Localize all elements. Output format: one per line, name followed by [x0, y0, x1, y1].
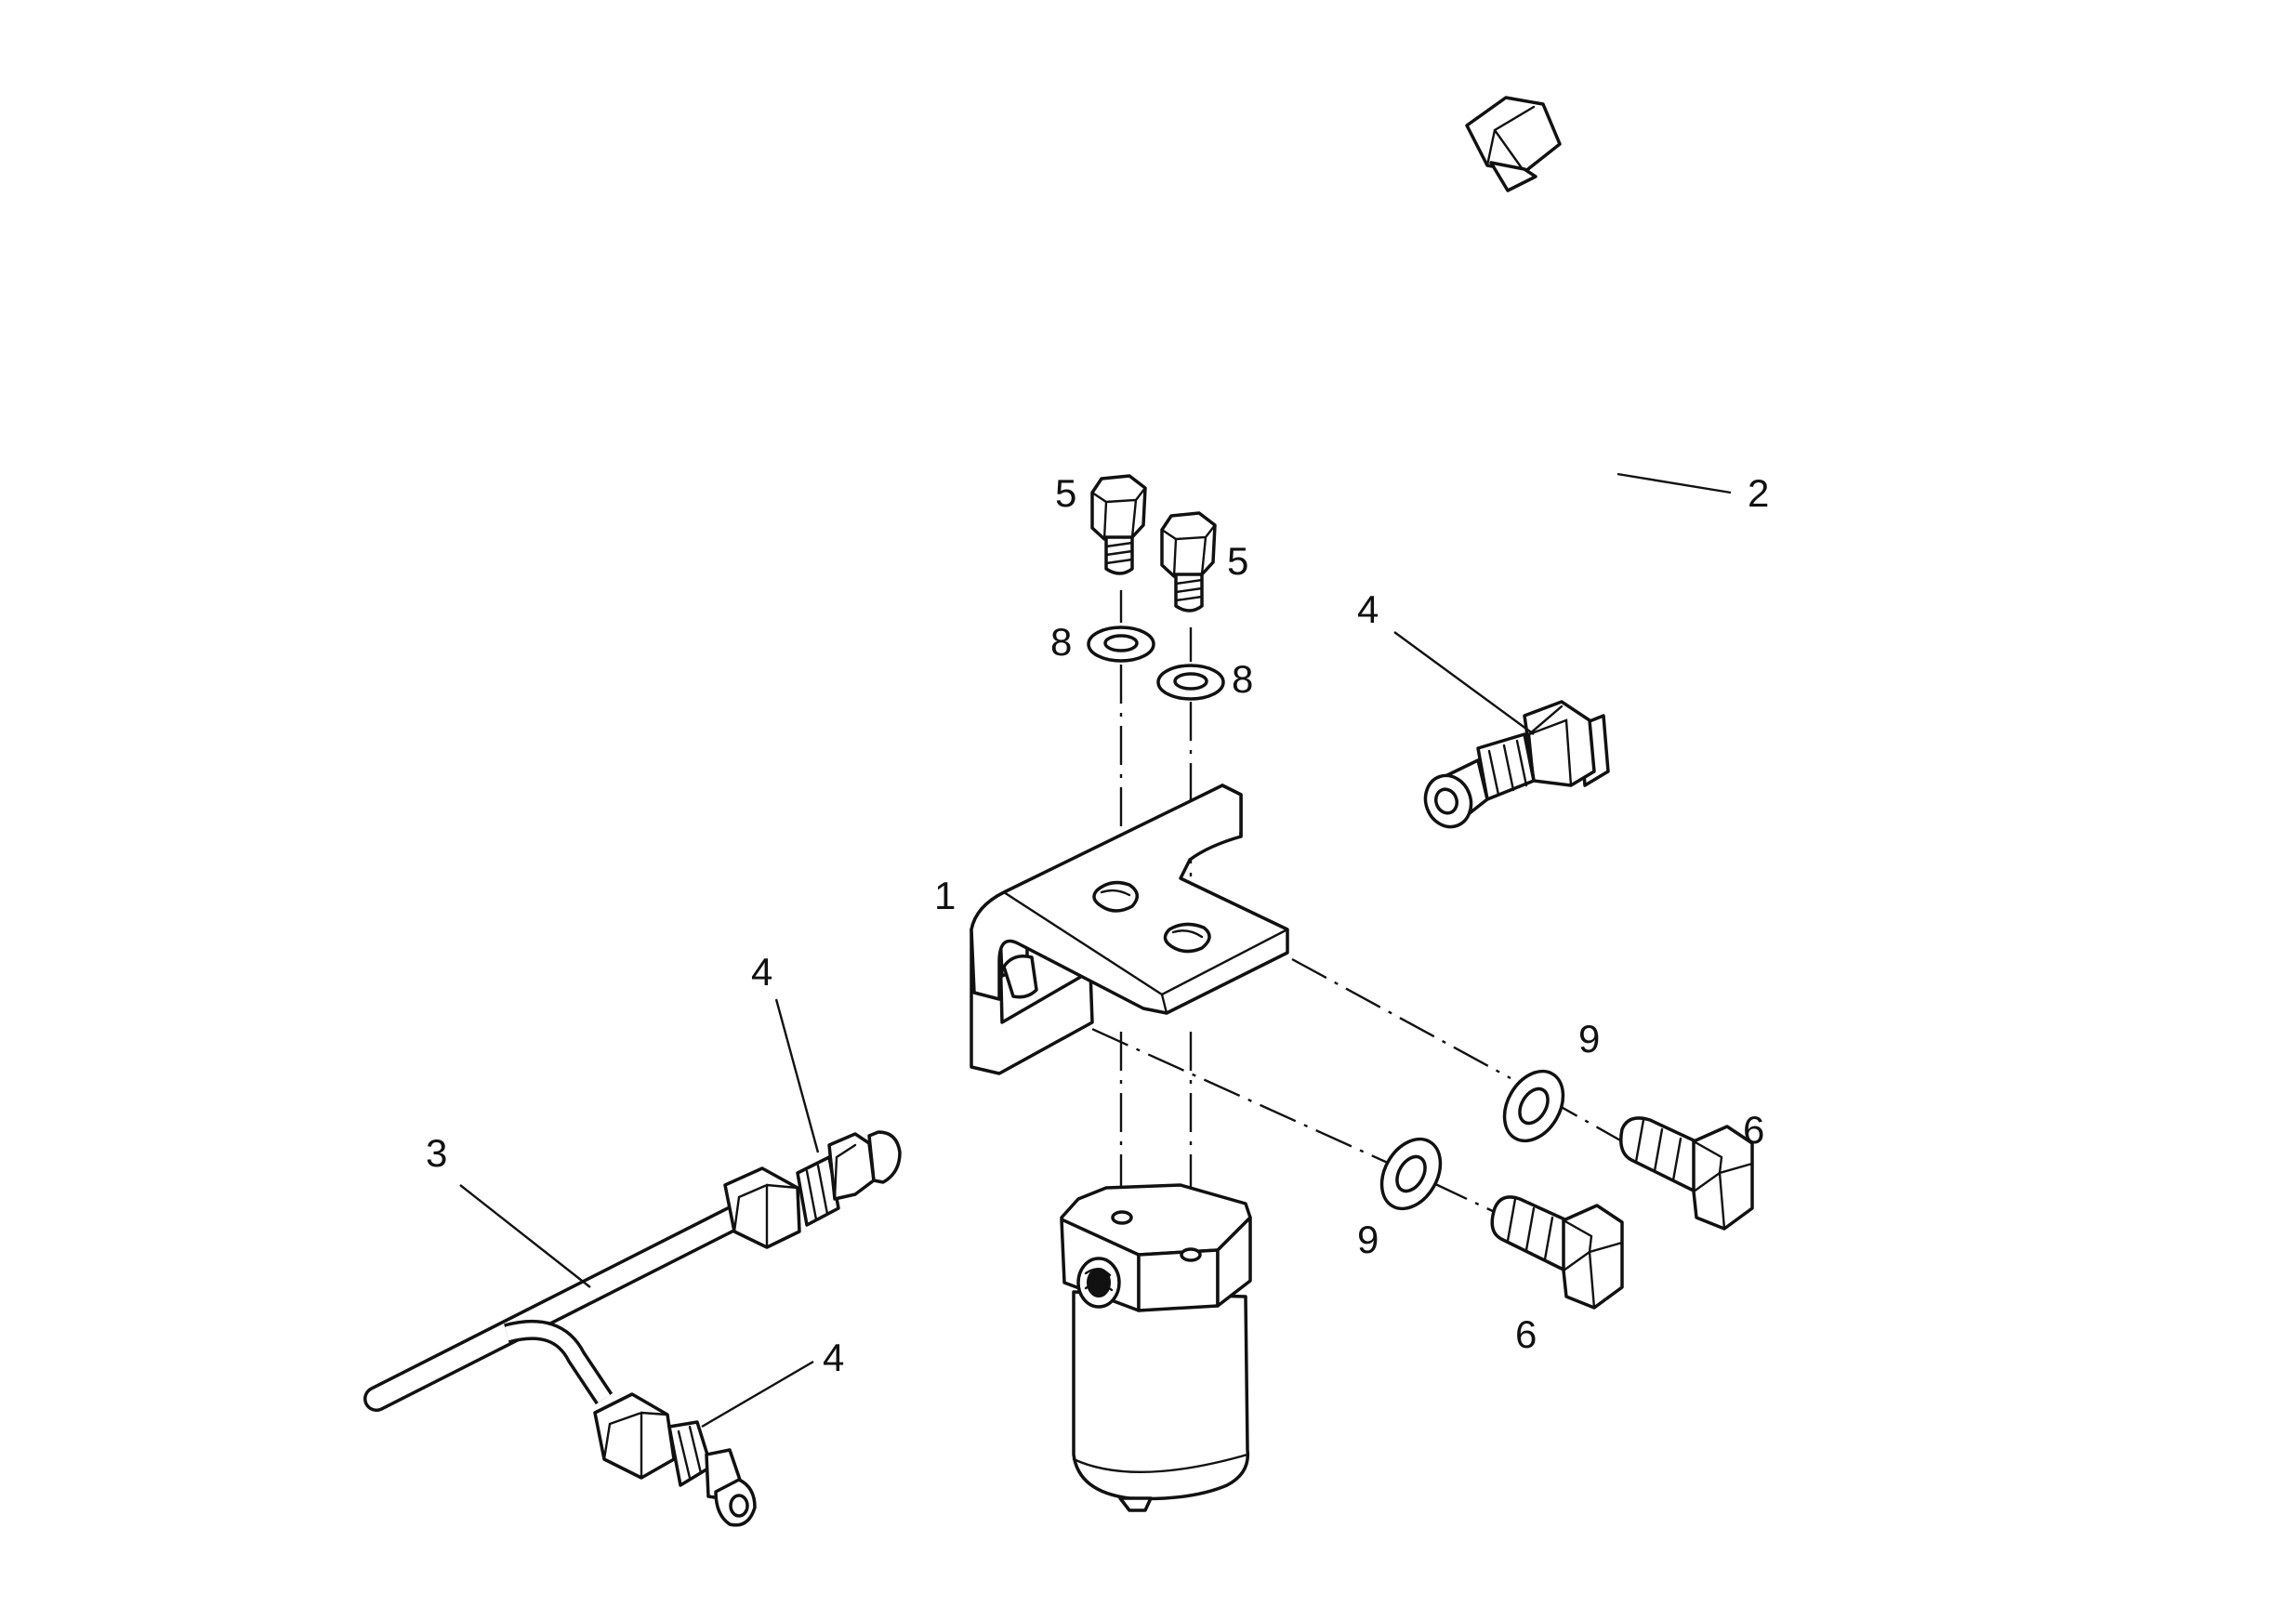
bolt-6-lower	[1490, 1195, 1624, 1310]
callout-6-lower: 6	[1515, 1312, 1537, 1356]
callout-5-left: 5	[1055, 471, 1076, 515]
callout-1: 1	[934, 874, 956, 917]
fitting-4-left-top	[723, 1130, 902, 1249]
filter-housing	[1060, 1183, 1252, 1512]
leader-lines	[459, 472, 1732, 1429]
callout-3: 3	[426, 1131, 447, 1175]
bolt-6-upper	[1619, 1116, 1754, 1231]
callout-9-lower: 9	[1357, 1218, 1379, 1261]
pipe-2	[1465, 96, 1731, 888]
callout-6-upper: 6	[1743, 1108, 1764, 1152]
washer-8-left	[1087, 626, 1155, 663]
pipe-3	[363, 1200, 757, 1412]
fitting-4-right	[1423, 700, 1610, 829]
callout-5-right: 5	[1227, 539, 1248, 583]
callout-9-upper: 9	[1578, 1017, 1600, 1060]
pipe-2-top-nut	[1465, 96, 1562, 192]
washer-9-upper	[1502, 1069, 1565, 1143]
callout-4-left-bottom: 4	[823, 1336, 844, 1379]
bracket-1	[970, 784, 1289, 1075]
bolt-5-left	[1090, 474, 1147, 575]
washer-9-lower	[1379, 1137, 1443, 1211]
callout-8-right: 8	[1232, 657, 1253, 701]
callout-2: 2	[1748, 471, 1769, 515]
callout-4-right: 4	[1357, 587, 1379, 631]
bolt-5-right	[1160, 511, 1217, 613]
callout-labels: 1 2 3 4 4 4 5 5 8 8 9 9 6 6	[426, 471, 1769, 1379]
callout-4-left-top: 4	[751, 950, 772, 994]
fitting-4-left-bottom	[593, 1392, 757, 1527]
washer-8-right	[1156, 664, 1225, 701]
callout-8-left: 8	[1050, 620, 1072, 664]
